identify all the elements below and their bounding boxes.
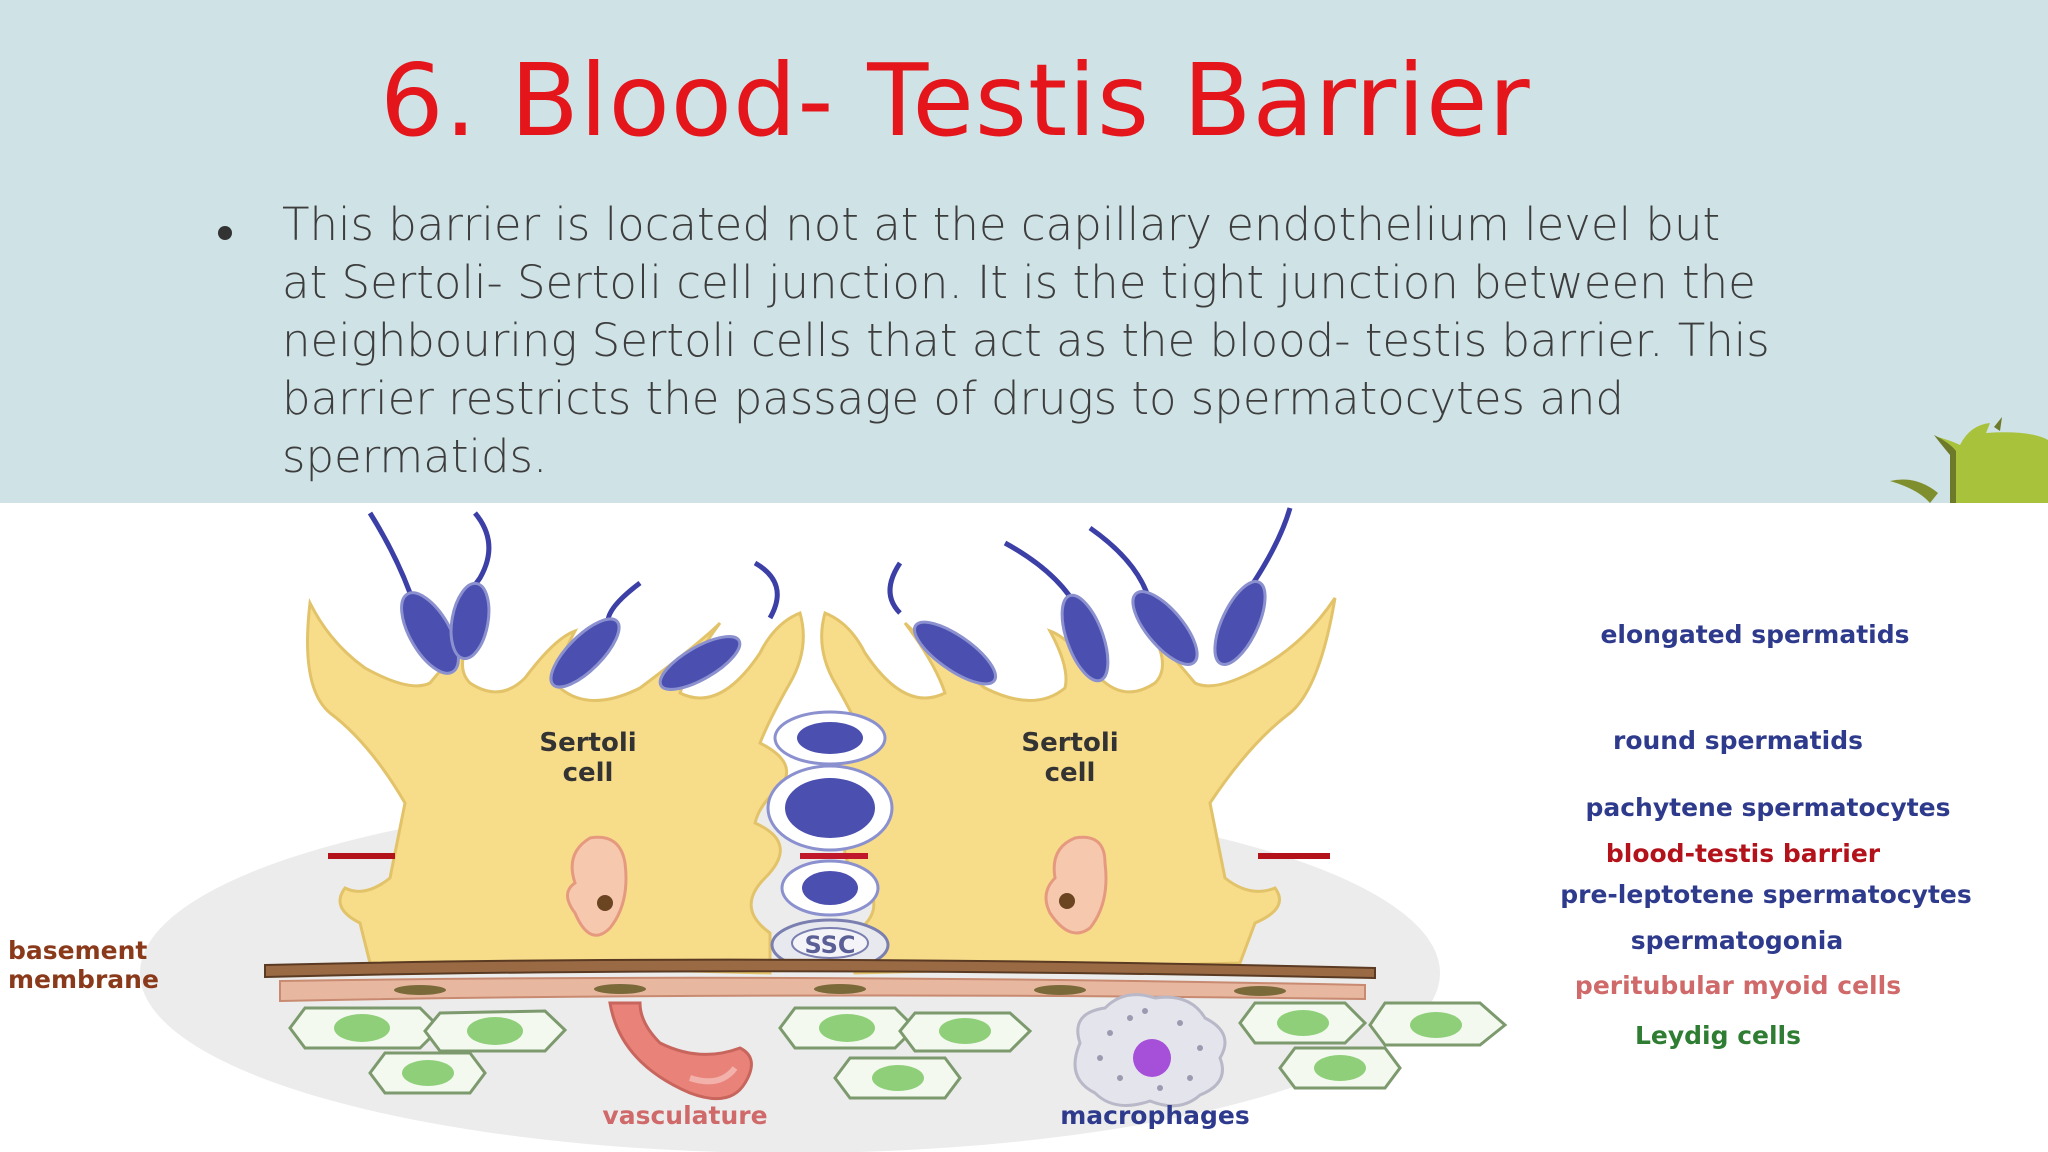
slide-title: 6. Blood- Testis Barrier (380, 42, 1531, 159)
legend-pre-leptotene-spermatocytes: pre-leptotene spermatocytes (1560, 880, 1971, 909)
sertoli-cell-left (306, 597, 805, 975)
bullet-dot-icon (218, 226, 232, 240)
legend-pachytene-spermatocytes: pachytene spermatocytes (1585, 793, 1950, 822)
round-spermatid-nucleus (797, 722, 863, 754)
vasculature-lumen (689, 1066, 738, 1085)
basement-membrane-label-line1: basement (8, 936, 147, 965)
bullet-text: This barrier is located not at the capil… (282, 198, 1770, 483)
pre-leptotene-spermatocyte-nucleus (802, 871, 858, 905)
ssc-nucleus (791, 927, 869, 959)
sertoli-nucleus-right (1044, 835, 1108, 935)
vasculature-vessel (608, 1001, 753, 1101)
ssc-label: SSC (804, 931, 855, 959)
macrophage-nucleus (1133, 1039, 1171, 1077)
leydig-cells (288, 1001, 1508, 1100)
bullet-item: This barrier is located not at the capil… (210, 196, 1770, 486)
legend-blood-testis-barrier: blood-testis barrier (1606, 839, 1881, 868)
sertoli-label-right-line1: Sertoli (1021, 728, 1118, 758)
legend-elongated-spermatids: elongated spermatids (1600, 620, 1909, 649)
bullet-list: This barrier is located not at the capil… (210, 196, 1770, 486)
sertoli-label-right-line2: cell (1045, 758, 1096, 788)
macrophage-granules (1097, 1008, 1203, 1091)
sertoli-label-left-line2: cell (563, 758, 614, 788)
sertoli-label-left-line1: Sertoli (539, 728, 636, 758)
vasculature-label: vasculature (602, 1101, 767, 1130)
basement-membrane-band (264, 958, 1376, 980)
leaf-decoration-icon (1890, 417, 2048, 503)
basement-membrane-label-line2: membrane (8, 965, 159, 994)
header-band (0, 0, 2048, 503)
sertoli-nucleus-left (566, 835, 628, 937)
legend-leydig-cells: Leydig cells (1635, 1021, 1801, 1050)
elongated-spermatids (367, 507, 1293, 691)
legend-round-spermatids: round spermatids (1613, 726, 1863, 755)
myoid-nuclei (394, 984, 1286, 996)
legend-peritubular-myoid-cells: peritubular myoid cells (1575, 971, 1901, 1000)
pachytene-spermatocyte-nucleus (785, 778, 875, 838)
sertoli-nucleolus-left (597, 895, 613, 911)
macrophages-label: macrophages (1060, 1101, 1250, 1130)
sertoli-nucleolus-right (1059, 893, 1075, 909)
legend-spermatogonia: spermatogonia (1631, 926, 1843, 955)
blood-testis-barrier-diagram: SSC (8, 507, 1972, 1152)
